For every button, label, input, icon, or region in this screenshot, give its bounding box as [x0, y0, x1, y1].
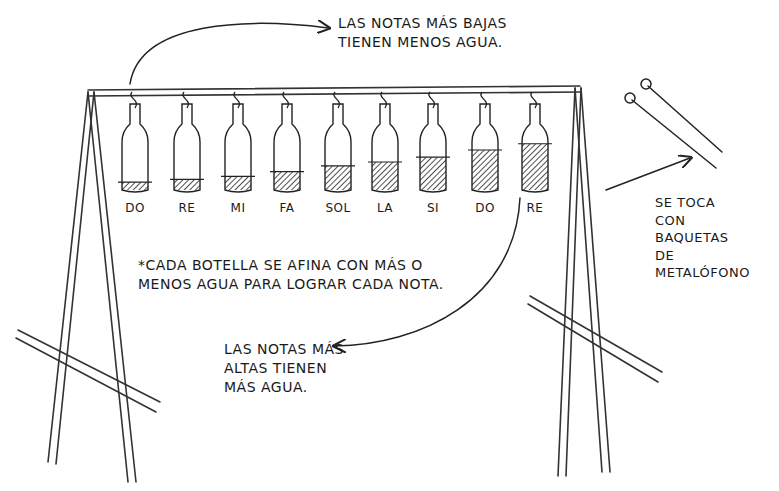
hook [234, 92, 240, 108]
note-name: RE [515, 200, 555, 216]
bottle-row [118, 92, 552, 192]
bottle [270, 92, 304, 192]
bottle [170, 92, 204, 192]
right-leg [575, 88, 610, 472]
mallet-stick [648, 86, 722, 152]
bottle-outline [122, 104, 148, 192]
water-line [468, 149, 502, 150]
bottle-outline [325, 104, 351, 192]
handwritten-note: LAS NOTAS MÁS ALTAS TIENEN MÁS AGUA. [224, 340, 354, 397]
mallet-head [641, 79, 651, 89]
bottle [221, 92, 255, 192]
right-crossbar [528, 296, 662, 382]
wooden-frame [16, 86, 662, 482]
bottle [368, 92, 402, 192]
water-line [170, 179, 204, 180]
right-leg [558, 88, 581, 476]
water-line [518, 143, 552, 144]
mallet-head [625, 93, 635, 103]
water-level [420, 157, 446, 190]
leader-lines [130, 24, 690, 346]
note-name: LA [365, 200, 405, 216]
hook [381, 92, 387, 108]
leader-arrow [606, 158, 690, 190]
water-level [174, 179, 200, 190]
note-name: FA [267, 200, 307, 216]
water-level [122, 182, 148, 190]
handwritten-note: SE TOCA CON BAQUETAS DE METALÓFONO [655, 194, 735, 282]
bottle-outline [472, 104, 498, 192]
bottle-outline [420, 104, 446, 192]
water-level [372, 162, 398, 190]
handwritten-note: *CADA BOTELLA SE AFINA CON MÁS O MENOS A… [138, 256, 478, 294]
hook [183, 92, 189, 108]
left-leg [88, 92, 136, 482]
mallets [625, 79, 722, 168]
water-line [118, 182, 152, 183]
water-line [270, 171, 304, 172]
water-level [522, 144, 548, 190]
leader-arrow [130, 24, 328, 84]
water-level [225, 176, 251, 190]
water-line [368, 161, 402, 162]
hook [531, 92, 537, 108]
left-crossbar [16, 330, 160, 412]
note-name: RE [167, 200, 207, 216]
mallet-stick [632, 100, 716, 168]
bottle-outline [174, 104, 200, 192]
water-level [472, 150, 498, 190]
bottle [518, 92, 552, 192]
bottle-outline [372, 104, 398, 192]
note-name: DO [115, 200, 155, 216]
left-leg [48, 92, 94, 464]
hook [283, 92, 289, 108]
water-line [221, 176, 255, 177]
bottle [118, 92, 152, 192]
hook [429, 92, 435, 108]
hook [481, 92, 487, 108]
hook [131, 92, 137, 108]
bottle [416, 92, 450, 192]
water-line [416, 157, 450, 158]
note-name: SI [413, 200, 453, 216]
note-name: DO [465, 200, 505, 216]
water-line [321, 165, 355, 166]
note-name: MI [218, 200, 258, 216]
bottle-outline [225, 104, 251, 192]
water-level [325, 166, 351, 190]
water-level [274, 172, 300, 190]
hook [334, 92, 340, 108]
note-name: SOL [318, 200, 358, 216]
bottle-outline [274, 104, 300, 192]
bottle-outline [522, 104, 548, 192]
bottle [468, 92, 502, 192]
handwritten-note: LAS NOTAS MÁS BAJAS TIENEN MENOS AGUA. [338, 14, 543, 52]
bottle [321, 92, 355, 192]
